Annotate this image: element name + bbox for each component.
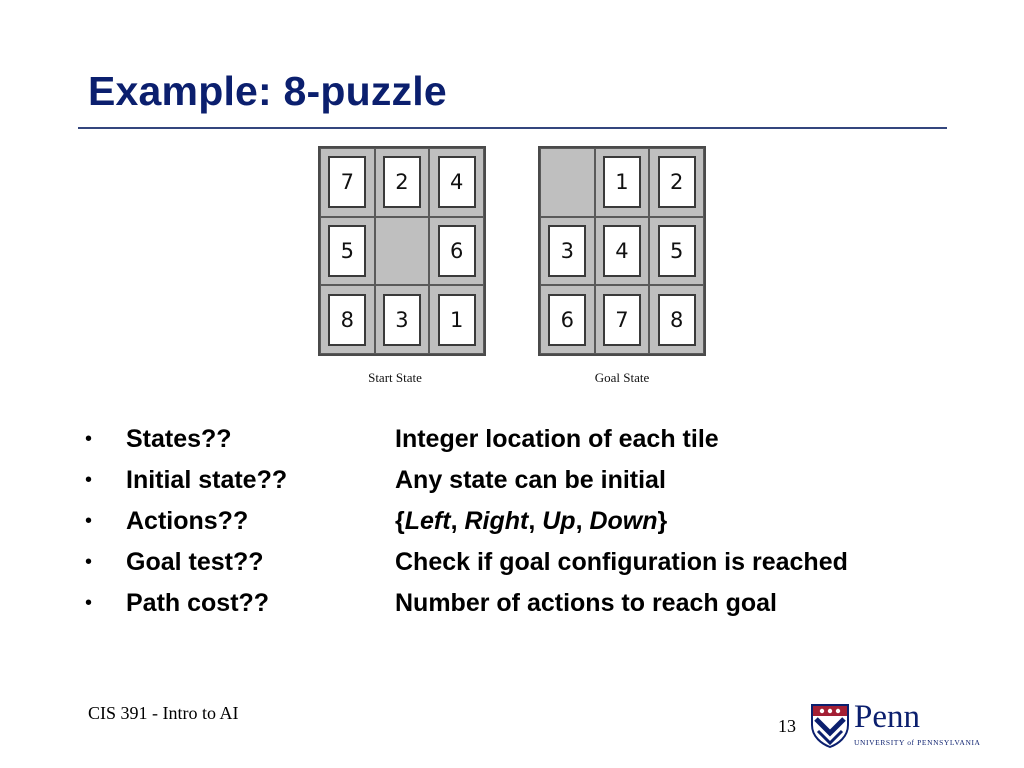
bullet-term: Initial state?? [126, 466, 288, 494]
list-item: • Initial state?? Any state can be initi… [85, 460, 848, 501]
list-item: • Path cost?? Number of actions to reach… [85, 583, 848, 624]
bullet-term: Path cost?? [126, 589, 270, 617]
penn-wordmark: Penn [854, 699, 920, 735]
separator: , [528, 507, 543, 535]
puzzle-tile: 1 [602, 156, 641, 209]
board-cell: 1 [429, 285, 484, 354]
board-cell-blank [540, 148, 595, 217]
action-up: Up [542, 507, 576, 535]
separator: , [450, 507, 465, 535]
puzzle-tile: 6 [437, 224, 476, 277]
board-cell: 1 [594, 148, 650, 217]
bullet-term: States?? [126, 425, 232, 453]
penn-subtitle: UNIVERSITY of PENNSYLVANIA [854, 738, 981, 747]
penn-shield-icon [811, 704, 849, 749]
action-right: Right [464, 507, 529, 535]
board-cell: 4 [594, 216, 650, 286]
puzzle-tile: 3 [382, 293, 421, 346]
board-cell: 2 [649, 148, 704, 217]
action-left: Left [404, 507, 451, 535]
board-cell: 2 [374, 148, 430, 217]
puzzle-tile: 4 [437, 156, 476, 209]
slide-title: Example: 8-puzzle [88, 68, 447, 114]
board-cell: 7 [320, 148, 375, 217]
title-rule [78, 127, 947, 129]
bullet-icon: • [85, 592, 93, 614]
bullet-desc: Integer location of each tile [395, 425, 719, 453]
page-number: 13 [778, 716, 796, 736]
board-cell: 7 [594, 285, 650, 354]
board-cell: 6 [540, 285, 595, 354]
board-cell: 6 [429, 216, 484, 286]
bullet-icon: • [85, 469, 93, 491]
puzzle-tile: 4 [602, 224, 641, 277]
bullet-list: • States?? Integer location of each tile… [85, 419, 848, 624]
start-state-caption: Start State [368, 370, 422, 385]
board-cell: 8 [649, 285, 704, 354]
puzzle-tile: 7 [328, 156, 367, 209]
bullet-desc-actions: {Left, Right, Up, Down} [395, 507, 667, 536]
goal-state-caption: Goal State [594, 370, 650, 385]
puzzle-tile: 3 [548, 224, 587, 277]
bullet-term: Actions?? [126, 507, 249, 535]
puzzle-tile: 5 [657, 224, 696, 277]
separator: , [575, 507, 590, 535]
puzzle-tile: 7 [602, 293, 641, 346]
puzzle-tile: 6 [548, 293, 587, 346]
puzzle-tile: 5 [328, 224, 367, 277]
puzzle-tile: 8 [328, 293, 367, 346]
footer-course: CIS 391 - Intro to AI [88, 703, 239, 723]
board-cell: 5 [320, 216, 375, 286]
bullet-desc: Any state can be initial [395, 466, 666, 494]
board-cell: 4 [429, 148, 484, 217]
bullet-desc: Number of actions to reach goal [395, 589, 778, 617]
penn-logo: Penn UNIVERSITY of PENNSYLVANIA [810, 699, 980, 750]
board-cell: 5 [649, 216, 704, 286]
puzzle-tile: 2 [382, 156, 421, 209]
bullet-icon: • [85, 428, 93, 450]
bullet-icon: • [85, 510, 93, 532]
goal-state-board: 1 2 3 4 5 6 7 8 [538, 146, 706, 356]
bullet-term: Goal test?? [126, 548, 264, 576]
list-item: • Goal test?? Check if goal configuratio… [85, 542, 848, 583]
list-item: • Actions?? {Left, Right, Up, Down} [85, 501, 848, 542]
brace-open: { [395, 507, 405, 535]
puzzle-tile: 1 [437, 293, 476, 346]
action-down: Down [589, 507, 658, 535]
board-cell-blank [374, 216, 430, 286]
bullet-desc: Check if goal configuration is reached [395, 548, 848, 576]
list-item: • States?? Integer location of each tile [85, 419, 848, 460]
board-cell: 3 [374, 285, 430, 354]
brace-close: } [657, 507, 668, 535]
start-state-board: 7 2 4 5 6 8 3 1 [318, 146, 486, 356]
puzzle-tile: 2 [657, 156, 696, 209]
bullet-icon: • [85, 551, 93, 573]
board-cell: 3 [540, 216, 595, 286]
board-cell: 8 [320, 285, 375, 354]
puzzle-tile: 8 [657, 293, 696, 346]
